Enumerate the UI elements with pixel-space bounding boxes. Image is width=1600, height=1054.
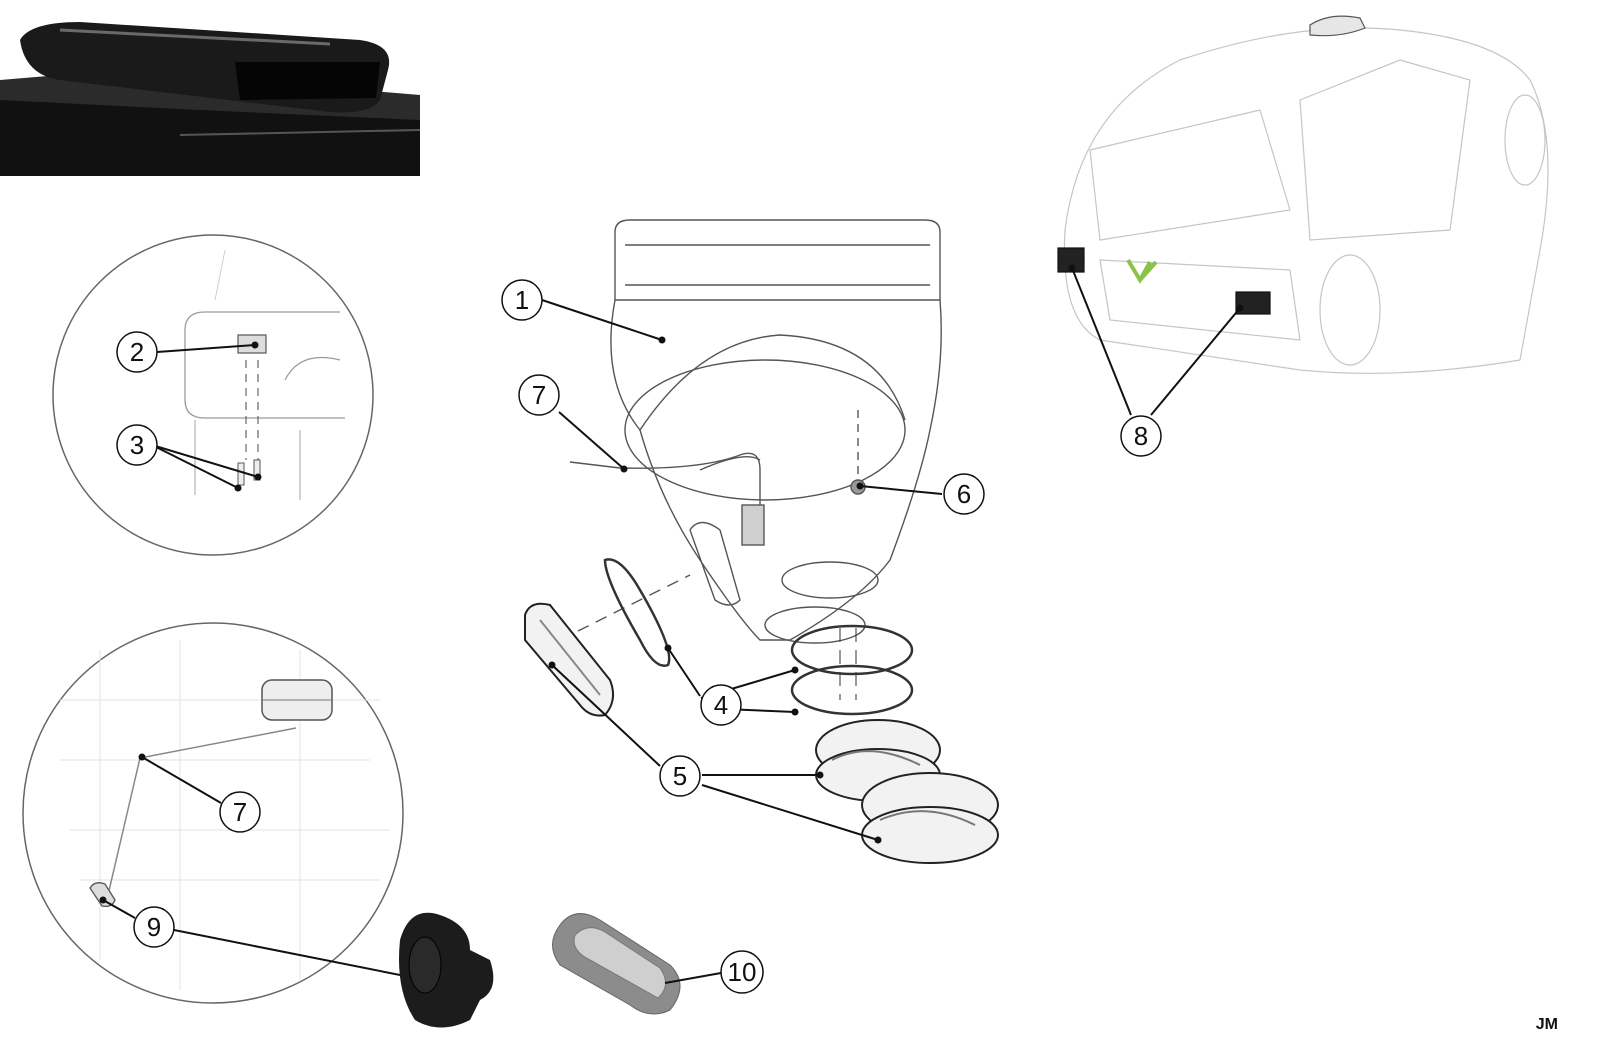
author-signature: JM [1535,1016,1558,1033]
vent-grilles [524,602,999,864]
callout-2: 2 [116,331,158,373]
callout-8-label: 8 [1134,421,1148,451]
leader-lines [102,267,1241,984]
callout-10-label: 10 [728,957,757,987]
callout-1: 1 [501,279,543,321]
callout-3-label: 3 [130,430,144,460]
leader-dots [99,264,1244,904]
callout-5: 5 [659,755,701,797]
callout-7-main-label: 7 [532,380,546,410]
detail-circle-top [52,234,374,556]
seal-rings [603,558,914,716]
callout-9: 9 [133,906,175,948]
callout-3: 3 [116,424,158,466]
detail-circle-bottom [22,622,404,1004]
callout-4: 4 [700,684,742,726]
grommet-part [399,912,494,1028]
scoop-housing [559,219,942,644]
callout-5-label: 5 [673,761,687,791]
callout-6: 6 [943,473,985,515]
oval-seal-part [552,913,681,1015]
callout-7-detail: 7 [219,791,261,833]
callout-9-label: 9 [147,912,161,942]
callout-1-label: 1 [515,285,529,315]
callout-8: 8 [1120,415,1162,457]
callout-10: 10 [720,950,764,994]
roof-scoop-photo [0,0,421,176]
callout-7-detail-label: 7 [233,797,247,827]
car-rear-sketch [1057,15,1549,374]
callout-7-main: 7 [518,374,560,416]
callout-2-label: 2 [130,337,144,367]
callout-4-label: 4 [714,690,728,720]
callout-6-label: 6 [957,479,971,509]
